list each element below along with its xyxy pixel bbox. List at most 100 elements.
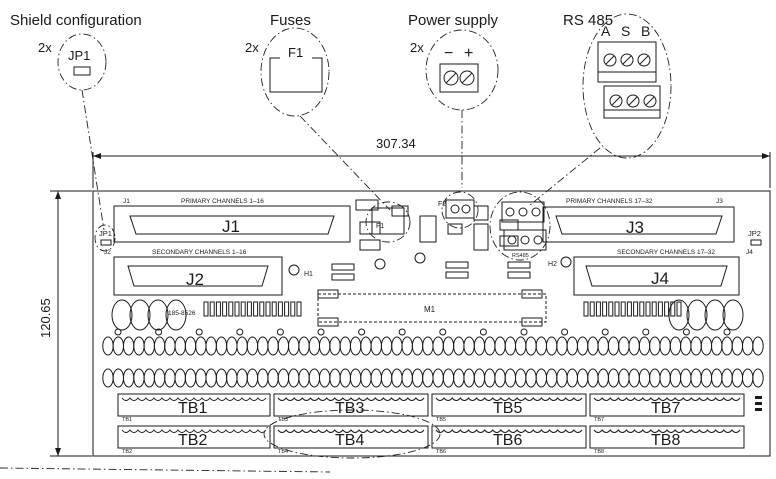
capacitor <box>638 336 651 356</box>
capacitor <box>308 336 321 356</box>
jp2-label: JP2 <box>748 229 761 238</box>
capacitor <box>690 368 702 388</box>
fuses-leader-line <box>299 115 391 211</box>
capacitor <box>246 336 259 356</box>
capacitor <box>556 336 568 356</box>
capacitors-right <box>668 299 744 331</box>
test-point <box>642 328 650 336</box>
resistor <box>633 301 639 317</box>
fuse-f1 <box>371 207 405 235</box>
connector-j1-label: J1 <box>222 217 240 236</box>
fuses-callout-circle <box>260 27 330 117</box>
test-point <box>155 328 163 336</box>
capacitor <box>174 336 186 356</box>
capacitor <box>318 368 331 388</box>
capacitor <box>680 368 692 388</box>
capacitor <box>411 368 424 388</box>
resistor <box>228 301 234 317</box>
capacitor <box>164 368 176 388</box>
capacitor <box>545 336 558 356</box>
test-point <box>561 328 569 336</box>
capacitor <box>669 336 682 356</box>
rs485-upper-terminal-icon <box>597 41 657 83</box>
capacitor <box>226 336 238 356</box>
rs485-terminal-lower <box>503 229 547 251</box>
shield-callout-circle <box>57 33 107 91</box>
rs485-pin-a: A <box>601 23 611 39</box>
test-point <box>236 328 244 336</box>
fuse-part-label: F1 <box>288 45 303 60</box>
terminal-block-ref: TB7 <box>594 417 604 423</box>
capacitor <box>257 368 269 388</box>
capacitor <box>453 336 465 356</box>
capacitor <box>195 336 207 356</box>
capacitor <box>184 368 197 388</box>
capacitor <box>122 336 135 356</box>
capacitor <box>339 368 352 388</box>
capacitor <box>587 368 599 388</box>
capacitor <box>494 368 506 388</box>
test-point <box>398 328 406 336</box>
capacitor <box>246 368 259 388</box>
capacitor <box>535 336 548 356</box>
capacitor <box>463 336 475 356</box>
capacitor <box>731 336 744 356</box>
resistor <box>639 301 645 317</box>
resistor <box>595 301 601 317</box>
capacitor <box>122 368 135 388</box>
fuses-title: Fuses <box>270 12 311 29</box>
capacitor <box>380 336 393 356</box>
capacitor <box>370 368 382 388</box>
capacitor <box>700 368 713 388</box>
capacitor <box>607 336 620 356</box>
capacitor <box>112 336 125 356</box>
j1-ref: J1 <box>123 198 130 205</box>
power-terminal <box>445 199 475 219</box>
capacitor <box>349 368 362 388</box>
capacitor <box>494 336 506 356</box>
terminal-block-label: TB5 <box>493 400 522 417</box>
terminal-block-ref: TB5 <box>436 417 446 423</box>
capacitor <box>267 368 279 388</box>
capacitor <box>133 368 145 388</box>
resistor-array-left <box>203 301 302 317</box>
resistor <box>203 301 209 317</box>
capacitor <box>112 368 125 388</box>
tb4-leader-line <box>0 467 331 473</box>
capacitor <box>628 336 640 356</box>
capacitor <box>597 336 609 356</box>
capacitor <box>442 336 455 356</box>
capacitor <box>153 368 166 388</box>
power-screw-icon <box>459 70 475 86</box>
capacitor <box>432 336 444 356</box>
resistor <box>296 301 302 317</box>
resistor <box>608 301 614 317</box>
resistor <box>234 301 240 317</box>
resistor <box>620 301 626 317</box>
capacitor <box>442 368 455 388</box>
j2-header: SECONDARY CHANNELS 1–16 <box>152 249 247 256</box>
fuse-f1-label: F1 <box>376 223 384 230</box>
height-dimension-value: 120.65 <box>38 298 53 338</box>
capacitor <box>752 336 764 356</box>
h2-label: H2 <box>548 261 557 268</box>
capacitor <box>556 368 568 388</box>
connector-j3 <box>542 206 735 243</box>
connector-j1 <box>113 205 351 243</box>
capacitors-left <box>111 299 187 331</box>
capacitor <box>308 368 321 388</box>
j1-header: PRIMARY CHANNELS 1–16 <box>181 198 264 205</box>
power-terminal-icon <box>439 63 479 93</box>
rs485-lower-screws <box>609 94 657 108</box>
rs485-upper-screws <box>603 53 651 67</box>
terminal-block-ref: TB1 <box>122 417 132 423</box>
capacitor <box>721 368 733 388</box>
capacitor <box>700 336 713 356</box>
capacitor <box>236 368 248 388</box>
terminal-block-label: TB6 <box>493 432 522 449</box>
component-row-upper <box>102 328 764 356</box>
capacitor <box>360 336 372 356</box>
